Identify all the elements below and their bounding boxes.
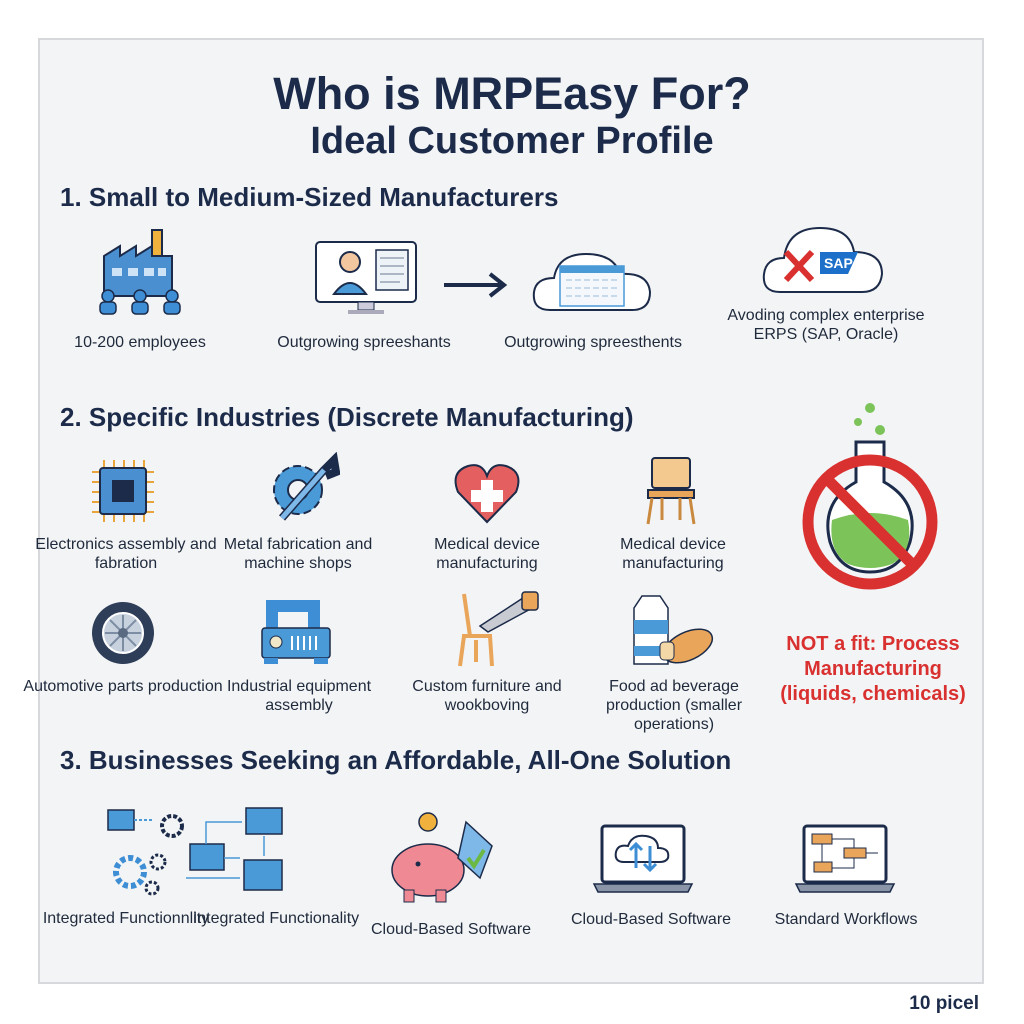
item-label: Cloud-Based Software [570, 911, 732, 928]
item-label: 10-200 employees [74, 334, 206, 351]
gear-wrench-icon [273, 452, 340, 521]
page-subtitle: Ideal Customer Profile [310, 120, 714, 162]
page-title: Who is MRPEasy For? [273, 68, 751, 119]
item-label: Integrated Functionality [192, 910, 360, 927]
chip-icon [92, 460, 154, 522]
factory-icon [99, 229, 181, 315]
not-fit-label: NOT a fit: Process Manufacturing (liquid… [780, 633, 966, 705]
piggy-bank-icon [391, 812, 493, 903]
item-label: Outgrowing spreeshants [277, 334, 451, 351]
no-flask-icon [802, 403, 938, 590]
cloud-sap-crossed-icon: SAP [762, 226, 884, 293]
tire-icon [92, 602, 154, 664]
heart-cross-icon [454, 464, 520, 524]
item-label: Standard Workflows [774, 911, 918, 928]
chair-icon [646, 457, 696, 525]
computer-user-icon [315, 241, 417, 314]
item-label: Industrial equipment assembly [226, 678, 372, 714]
item-label: Integrated Functionnlity [42, 910, 210, 927]
item-label: Avoding complex enterprise ERPS (SAP, Or… [727, 307, 925, 343]
item-label: Automotive parts production [23, 678, 223, 695]
section-1-heading: 1. Small to Medium-Sized Manufacturers [60, 182, 559, 212]
laptop-cloud-icon [592, 824, 694, 893]
cloud-spreadsheet-icon [532, 252, 652, 311]
item-label: Electronics assembly and fabration [35, 536, 217, 572]
item-label: Metal fabrication and machine shops [223, 536, 373, 572]
arrow-right-icon [444, 272, 508, 298]
item-label: Cloud-Based Software [370, 921, 532, 938]
item-label: Food ad beverage production (smaller ope… [605, 678, 743, 733]
milk-bread-icon [633, 595, 714, 665]
item-label: Custom furniture and wookboving [412, 678, 562, 714]
svg-text:SAP: SAP [824, 255, 853, 271]
workflow-gears-icon [107, 809, 184, 896]
laptop-flowchart-icon [794, 824, 896, 893]
item-label: Medical device manufacturing [434, 536, 540, 572]
workflow-boxes-icon [186, 807, 283, 891]
footer-text: 10 picel [909, 993, 979, 1014]
section-3-heading: 3. Businesses Seeking an Affordable, All… [60, 745, 732, 775]
item-label: Medical device manufacturing [620, 536, 726, 572]
machine-icon [261, 600, 331, 664]
chair-saw-icon [458, 591, 539, 667]
section-2-heading: 2. Specific Industries (Discrete Manufac… [60, 402, 634, 432]
item-label: Outgrowing spreesthents [504, 334, 682, 351]
